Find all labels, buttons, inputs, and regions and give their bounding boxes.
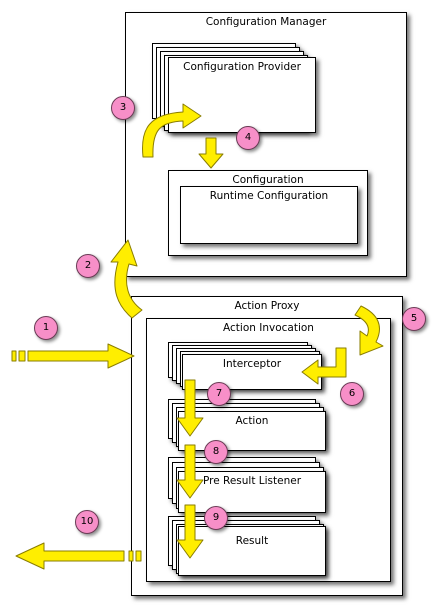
result-title: Result — [235, 535, 269, 547]
configuration-provider-title: Configuration Provider — [183, 61, 301, 73]
action-title: Action — [235, 415, 269, 427]
configuration-manager-title: Configuration Manager — [205, 16, 327, 28]
result-box: Result — [178, 526, 326, 576]
response-arrow-tail-dash — [135, 550, 142, 562]
response-arrow — [15, 542, 125, 570]
step-badge: 4 — [236, 126, 260, 150]
interceptor-title: Interceptor — [222, 358, 282, 370]
provider-to-configuration-arrow — [198, 137, 224, 169]
interceptor-entry-arrow — [301, 347, 347, 385]
action-proxy-title: Action Proxy — [234, 300, 300, 312]
pre-result-listener-box: Pre Result Listener — [178, 471, 326, 513]
listener-to-result-arrow — [176, 504, 204, 559]
request-arrow-tail-dash — [18, 350, 26, 362]
step-badge: 1 — [34, 316, 58, 340]
request-arrow — [27, 343, 135, 369]
proxy-to-config-arrow — [110, 239, 143, 319]
step-badge: 9 — [204, 506, 228, 530]
step-badge: 2 — [76, 254, 100, 278]
action-to-listener-arrow — [176, 444, 204, 499]
runtime-configuration-box: Runtime Configuration — [180, 186, 358, 244]
runtime-configuration-title: Runtime Configuration — [209, 190, 329, 202]
step-badge: 10 — [75, 510, 99, 534]
action-invocation-title: Action Invocation — [223, 322, 314, 334]
interceptor-to-action-arrow — [176, 379, 204, 437]
pre-result-listener-title: Pre Result Listener — [202, 475, 302, 487]
step-badge: 8 — [204, 440, 228, 464]
request-arrow-tail-dash — [11, 350, 17, 362]
configuration-title: Configuration — [232, 174, 304, 186]
invocation-entry-arrow — [354, 305, 384, 356]
step-badge: 7 — [207, 382, 231, 406]
response-arrow-tail-dash — [128, 550, 134, 562]
step-badge: 3 — [111, 96, 135, 120]
step-badge: 5 — [402, 307, 426, 331]
provider-curve-arrow — [141, 103, 202, 158]
interceptor-box: Interceptor — [182, 354, 322, 390]
step-badge: 6 — [340, 382, 364, 406]
